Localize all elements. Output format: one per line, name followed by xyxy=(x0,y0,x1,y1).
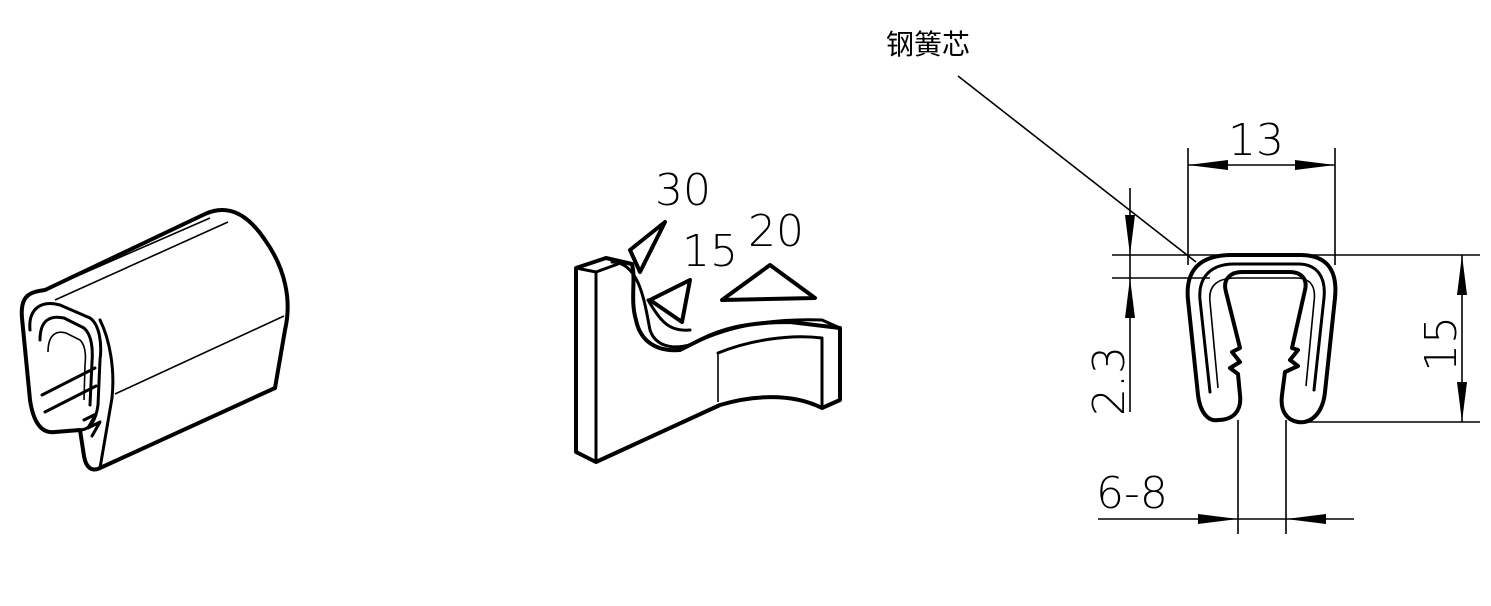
gap-arrow-left xyxy=(1198,514,1238,524)
angle-15-triangle xyxy=(648,278,692,324)
section-curve-lower xyxy=(716,335,824,410)
section-curve-upper xyxy=(610,260,842,349)
thickness-arrow-bottom xyxy=(1125,278,1135,318)
trim-front-edge xyxy=(98,318,115,470)
trim-front-lip-teeth xyxy=(82,412,102,438)
thickness-label: 2.3 xyxy=(1084,346,1135,416)
angle-20-triangle xyxy=(720,263,817,302)
profile-core-loop xyxy=(1198,262,1326,394)
height-arrow-bottom xyxy=(1457,382,1467,422)
profile-outer xyxy=(1185,253,1338,425)
section-notch xyxy=(646,298,692,332)
trim-front-inner-loop xyxy=(38,315,94,407)
isometric-section-view: 30 15 20 xyxy=(574,165,842,464)
gap-arrow-right xyxy=(1286,514,1326,524)
section-slab-top-face xyxy=(574,262,620,274)
trim-front-core-loop xyxy=(47,331,87,401)
steel-spring-core-label: 钢簧芯 xyxy=(886,28,970,61)
angle-30-triangle xyxy=(628,220,667,274)
width-label: 13 xyxy=(1228,115,1284,166)
trim-top-seam xyxy=(44,217,211,291)
height-arrow-top xyxy=(1457,255,1467,295)
gap-label: 6-8 xyxy=(1096,468,1168,519)
height-label: 15 xyxy=(1416,316,1467,372)
width-arrow-left xyxy=(1188,160,1228,170)
core-leader-line xyxy=(957,75,1197,263)
angle-30-label: 30 xyxy=(655,165,711,216)
trim-body-outline xyxy=(19,208,290,472)
angle-20-label: 20 xyxy=(748,206,804,257)
cross-section-view: 钢簧芯 13 2.3 15 6-8 xyxy=(886,28,1480,534)
trim-front-lip-left xyxy=(40,366,98,414)
trim-top-crease xyxy=(54,221,229,301)
isometric-edge-trim-view xyxy=(19,208,290,472)
profile-core-inner xyxy=(1209,277,1316,389)
width-arrow-right xyxy=(1295,160,1335,170)
angle-15-label: 15 xyxy=(682,226,738,277)
trim-side-line xyxy=(114,315,285,395)
thickness-arrow-top xyxy=(1125,215,1135,255)
